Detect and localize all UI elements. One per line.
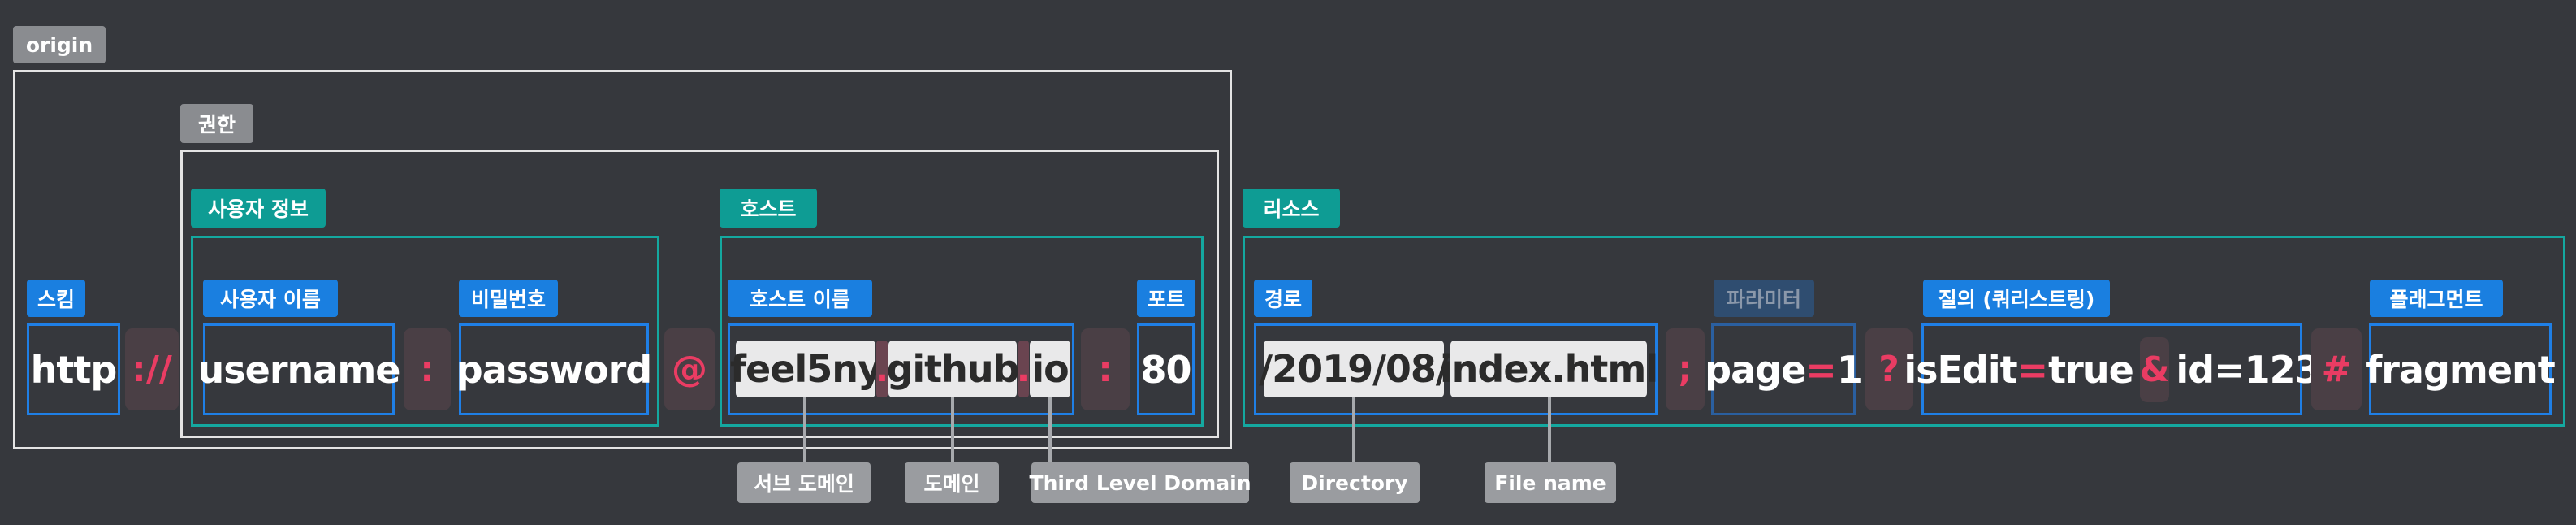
password-value: password [456, 347, 652, 392]
query1-equals: = [2016, 347, 2049, 392]
domain-chip [888, 341, 1017, 397]
port-value: 80 [1140, 347, 1191, 392]
query-text: isEdit = true & id=123 [1904, 323, 2321, 415]
password-frame [459, 323, 649, 415]
username-frame [203, 323, 395, 415]
parameter-label: 파라미터 [1714, 280, 1814, 317]
tld-leader [1048, 397, 1052, 462]
userinfo-colon: : [404, 328, 451, 410]
scheme-value: http [30, 347, 118, 392]
domain-leader [951, 397, 954, 462]
path-label: 경로 [1254, 280, 1312, 317]
parameter-frame [1711, 323, 1856, 415]
hostname-frame [728, 323, 1074, 415]
port-label: 포트 [1137, 280, 1195, 317]
subdomain-chip [736, 341, 875, 397]
dot1: . [875, 348, 889, 390]
authority-label: 권한 [180, 104, 253, 143]
tld-value: io [1031, 347, 1069, 391]
dot1-background [876, 341, 888, 397]
question-separator: ? [1865, 328, 1913, 410]
parameter-equals: = [1805, 347, 1837, 392]
origin-label: origin [13, 26, 106, 63]
dot2: . [1016, 348, 1031, 390]
resource-label: 리소스 [1243, 189, 1340, 228]
directory-chip [1264, 341, 1444, 397]
host-frame [720, 236, 1204, 427]
hash-separator: # [2311, 328, 2362, 410]
host-label: 호스트 [720, 189, 817, 228]
third-level-note: Third Level Domain [1030, 462, 1251, 503]
hostname-label: 호스트 이름 [728, 280, 872, 317]
path-frame [1254, 323, 1658, 415]
directory-leader [1352, 397, 1355, 462]
port-colon: : [1081, 328, 1130, 410]
query1-key: isEdit [1904, 347, 2017, 392]
subdomain-note: 서브 도메인 [737, 462, 871, 503]
directory-note: Directory [1290, 462, 1420, 503]
subdomain-value: feel5ny [730, 347, 882, 391]
semicolon-separator: ; [1666, 328, 1705, 410]
scheme-label: 스킴 [27, 280, 85, 317]
query-label: 질의 (쿼리스트링) [1923, 280, 2110, 317]
fragment-value: fragment [2366, 347, 2556, 392]
domain-value: github [886, 347, 1019, 391]
at-separator: @ [664, 328, 715, 410]
user-info-frame [191, 236, 659, 427]
username-value: username [197, 347, 401, 392]
directory-value: /2019/08/ [1259, 347, 1449, 391]
scheme-frame [27, 323, 120, 415]
ampersand-separator: & [2139, 336, 2170, 402]
parameter-text: page = 1 [1705, 323, 1863, 415]
query1-value: true [2048, 347, 2134, 392]
fragment-frame [2369, 323, 2552, 415]
parameter-value: 1 [1836, 347, 1863, 392]
filename-chip [1450, 341, 1647, 397]
port-frame [1137, 323, 1195, 415]
filename-note: File name [1485, 462, 1616, 503]
filename-leader [1548, 397, 1551, 462]
scheme-separator: :// [125, 328, 179, 410]
query2-value: id=123 [2176, 347, 2320, 392]
username-label: 사용자 이름 [203, 280, 338, 317]
fragment-label: 플래그먼트 [2370, 280, 2503, 317]
user-info-label: 사용자 정보 [191, 189, 326, 228]
resource-frame [1243, 236, 2565, 427]
query-frame [1921, 323, 2302, 415]
dot2-background [1018, 341, 1029, 397]
subdomain-leader [803, 397, 806, 462]
parameter-key: page [1705, 347, 1806, 392]
authority-frame [180, 150, 1219, 438]
origin-frame [13, 70, 1232, 449]
domain-note: 도메인 [905, 462, 999, 503]
tld-chip [1030, 341, 1070, 397]
filename-value: index.html [1439, 347, 1658, 391]
password-label: 비밀번호 [459, 280, 558, 317]
